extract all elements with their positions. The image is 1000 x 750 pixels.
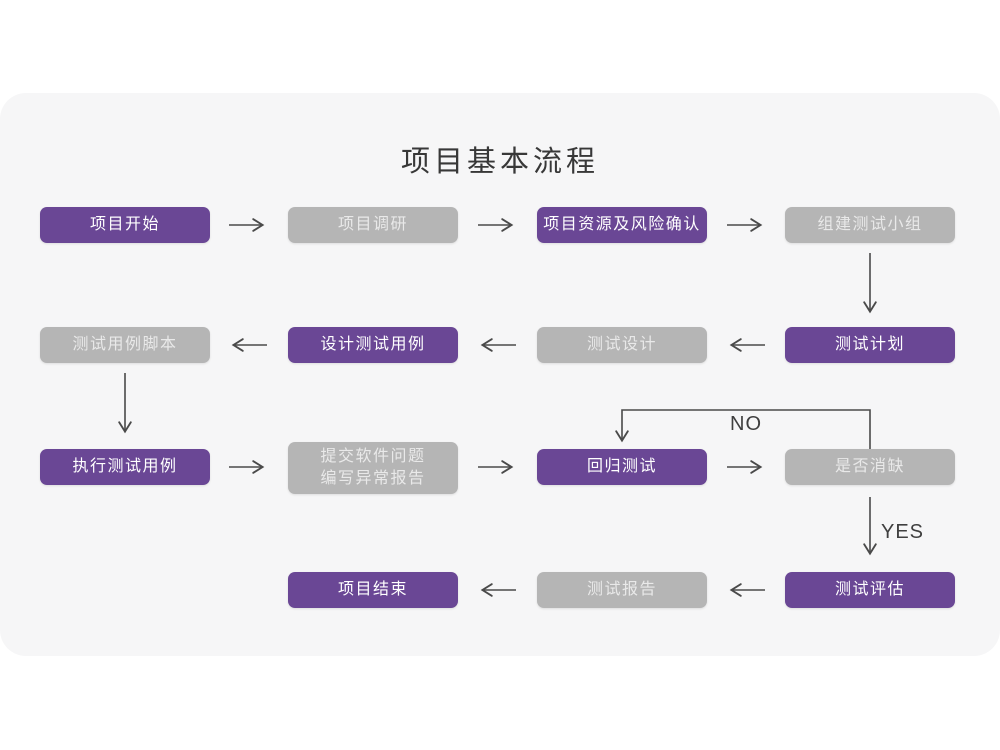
node-evaluate: 测试评估	[785, 572, 955, 608]
node-execute-case: 执行测试用例	[40, 449, 210, 485]
node-test-report-label: 测试报告	[586, 580, 657, 598]
node-submit-issue-label: 提交软件问题 编写异常报告	[320, 447, 426, 487]
node-test-report: 测试报告	[537, 572, 707, 608]
edge-label-no: NO	[730, 413, 762, 435]
node-test-design: 测试设计	[537, 327, 707, 363]
node-evaluate-label: 测试评估	[834, 580, 905, 598]
node-test-plan: 测试计划	[785, 327, 955, 363]
node-case-script: 测试用例脚本	[40, 327, 210, 363]
node-risk-confirm-label: 项目资源及风险确认	[543, 215, 701, 233]
node-research-label: 项目调研	[337, 215, 408, 233]
node-research: 项目调研	[288, 207, 458, 243]
node-end: 项目结束	[288, 572, 458, 608]
node-case-design: 设计测试用例	[288, 327, 458, 363]
node-start-label: 项目开始	[89, 215, 160, 233]
node-end-label: 项目结束	[337, 580, 408, 598]
node-build-team: 组建测试小组	[785, 207, 955, 243]
node-test-plan-label: 测试计划	[834, 335, 905, 353]
page-title: 项目基本流程	[400, 146, 599, 178]
node-test-design-label: 测试设计	[586, 335, 657, 353]
node-defect-check-label: 是否消缺	[834, 457, 905, 475]
flowchart-card	[0, 93, 1000, 656]
node-execute-case-label: 执行测试用例	[72, 457, 178, 475]
node-risk-confirm: 项目资源及风险确认	[537, 207, 707, 243]
edge-label-yes: YES	[881, 521, 925, 543]
node-build-team-label: 组建测试小组	[817, 215, 923, 233]
node-regression: 回归测试	[537, 449, 707, 485]
node-case-script-label: 测试用例脚本	[72, 335, 178, 353]
node-defect-check: 是否消缺	[785, 449, 955, 485]
node-submit-issue: 提交软件问题 编写异常报告	[288, 442, 458, 494]
node-start: 项目开始	[40, 207, 210, 243]
node-case-design-label: 设计测试用例	[320, 335, 426, 353]
node-regression-label: 回归测试	[586, 457, 657, 475]
